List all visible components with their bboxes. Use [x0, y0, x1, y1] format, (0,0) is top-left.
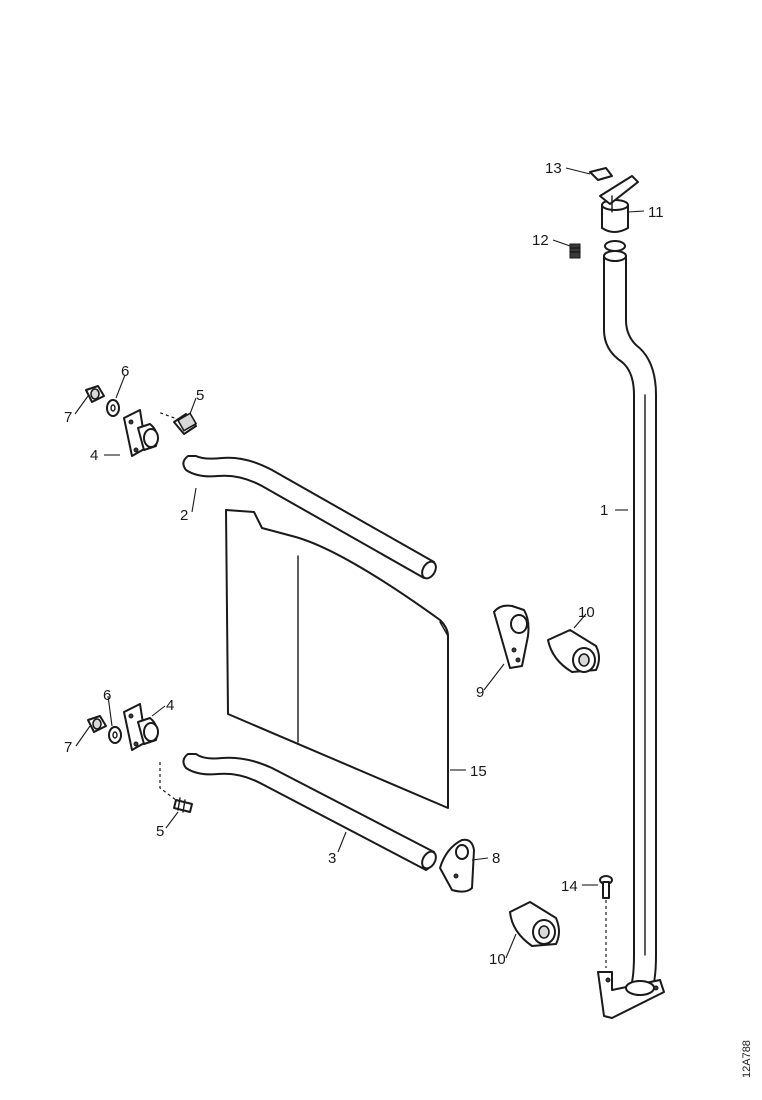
callout-14: 14 — [561, 878, 578, 895]
callout-5-upper: 5 — [196, 387, 204, 404]
part-1-base-plate — [597, 971, 665, 1019]
part-5-lower-bolt — [159, 762, 193, 813]
part-3-lower-tube — [182, 753, 437, 871]
part-7-lower-nut — [87, 715, 107, 733]
callout-10-upper: 10 — [578, 604, 595, 621]
callout-2: 2 — [180, 507, 188, 524]
part-11-top-cap — [601, 199, 629, 252]
callout-5-lower: 5 — [156, 823, 164, 840]
callout-3: 3 — [328, 850, 336, 867]
part-15-panel — [225, 509, 449, 809]
callout-10-lower: 10 — [489, 951, 506, 968]
callout-6-lower: 6 — [103, 687, 111, 704]
part-7-upper-nut — [85, 385, 105, 403]
part-10-upper-clamp — [547, 629, 600, 673]
leader-lines — [74, 167, 645, 959]
callout-7-upper: 7 — [64, 409, 72, 426]
part-4-upper-bracket — [123, 409, 159, 457]
callout-7-lower: 7 — [64, 739, 72, 756]
part-8-hinge-plate — [439, 838, 475, 893]
part-12-screw — [569, 243, 581, 259]
part-13-clamp-lever — [589, 167, 639, 213]
callout-4-lower: 4 — [166, 697, 174, 714]
callout-8: 8 — [492, 850, 500, 867]
part-6-upper-washer — [106, 399, 120, 417]
part-9-hinge-bracket — [493, 604, 530, 669]
part-10-lower-clamp — [509, 901, 560, 947]
callout-1: 1 — [600, 502, 608, 519]
callouts: 1 2 3 4 4 5 5 6 6 7 7 8 9 10 10 11 12 13… — [64, 160, 664, 968]
callout-9: 9 — [476, 684, 484, 701]
part-14-screw — [599, 875, 613, 968]
part-4-lower-bracket — [123, 703, 159, 751]
part-2-upper-tube — [182, 455, 437, 580]
part-5-upper-bolt — [157, 411, 198, 435]
callout-12: 12 — [532, 232, 549, 249]
callout-15: 15 — [470, 763, 487, 780]
callout-4-upper: 4 — [90, 447, 98, 464]
callout-13: 13 — [545, 160, 562, 177]
part-6-lower-washer — [108, 726, 122, 744]
callout-11: 11 — [648, 204, 664, 221]
callout-6-upper: 6 — [121, 363, 129, 380]
drawing-reference: 12A788 — [741, 1040, 753, 1078]
